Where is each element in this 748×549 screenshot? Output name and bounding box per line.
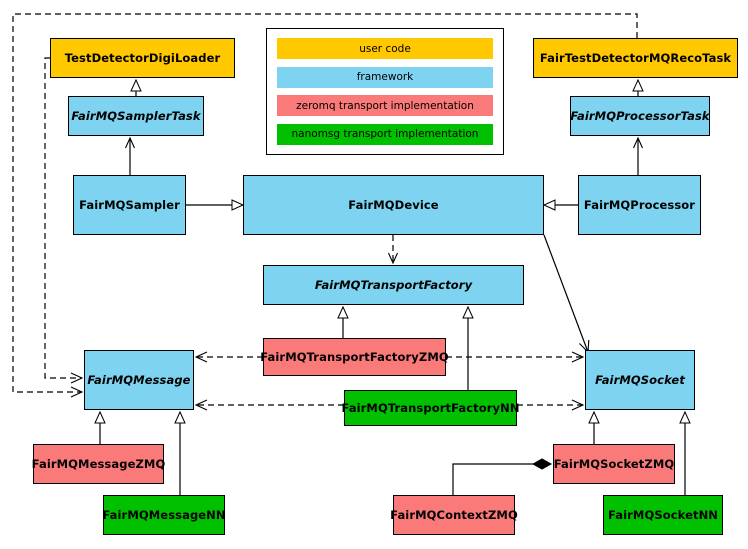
node-fairmq-device[interactable]: FairMQDevice	[243, 175, 544, 235]
node-label: FairMQContextZMQ	[390, 507, 518, 522]
node-fairmq-sampler-task[interactable]: FairMQSamplerTask	[68, 96, 204, 136]
node-label: FairMQSocket	[595, 372, 685, 387]
node-fairmq-processor-task[interactable]: FairMQProcessorTask	[570, 96, 710, 136]
node-label: FairMQTransportFactoryNN	[341, 400, 520, 415]
node-label: FairMQMessage	[87, 372, 191, 387]
legend-item-nanomsg: nanomsg transport implementation	[277, 123, 493, 145]
node-fair-test-detector-mq-reco-task[interactable]: FairTestDetectorMQRecoTask	[533, 38, 738, 78]
node-label: FairMQProcessor	[583, 197, 696, 212]
node-label: FairMQMessageNN	[102, 507, 226, 522]
node-label: FairMQDevice	[348, 197, 439, 212]
legend-label: zeromq transport implementation	[296, 99, 474, 112]
node-label: TestDetectorDigiLoader	[64, 50, 221, 65]
node-fairmq-socket[interactable]: FairMQSocket	[585, 350, 695, 410]
legend: user code framework zeromq transport imp…	[266, 28, 504, 155]
node-label: FairMQSampler	[79, 197, 180, 212]
node-label: FairMQSocketNN	[607, 507, 719, 522]
node-test-detector-digi-loader[interactable]: TestDetectorDigiLoader	[50, 38, 235, 78]
node-fairmq-message-zmq[interactable]: FairMQMessageZMQ	[31, 444, 166, 484]
node-fairmq-transport-factory-nn[interactable]: FairMQTransportFactoryNN	[341, 390, 520, 426]
legend-label: nanomsg transport implementation	[291, 128, 479, 141]
legend-item-zeromq: zeromq transport implementation	[277, 95, 493, 117]
node-label: FairTestDetectorMQRecoTask	[539, 50, 732, 65]
legend-label: framework	[356, 71, 414, 84]
node-label: FairMQProcessorTask	[570, 108, 710, 123]
edge-device-to-socket	[543, 234, 588, 352]
node-fairmq-transport-factory-zmq[interactable]: FairMQTransportFactoryZMQ	[260, 338, 449, 376]
node-label: FairMQSocketZMQ	[553, 456, 675, 471]
node-label: FairMQTransportFactoryZMQ	[260, 349, 449, 364]
node-fairmq-message-nn[interactable]: FairMQMessageNN	[102, 495, 226, 535]
node-fairmq-context-zmq[interactable]: FairMQContextZMQ	[390, 495, 518, 535]
legend-label: user code	[359, 42, 411, 55]
legend-item-user-code: user code	[277, 38, 493, 59]
node-fairmq-message[interactable]: FairMQMessage	[84, 350, 194, 410]
node-label: FairMQTransportFactory	[314, 277, 473, 292]
node-label: FairMQSamplerTask	[71, 108, 201, 123]
node-fairmq-sampler[interactable]: FairMQSampler	[73, 175, 186, 235]
node-fairmq-socket-nn[interactable]: FairMQSocketNN	[603, 495, 723, 535]
node-label: FairMQMessageZMQ	[31, 456, 166, 471]
edge-contextzmq-to-socketzmq	[452, 464, 551, 495]
legend-item-framework: framework	[277, 66, 493, 88]
node-fairmq-processor[interactable]: FairMQProcessor	[578, 175, 701, 235]
node-fairmq-socket-zmq[interactable]: FairMQSocketZMQ	[553, 444, 675, 484]
node-fairmq-transport-factory[interactable]: FairMQTransportFactory	[263, 265, 524, 305]
